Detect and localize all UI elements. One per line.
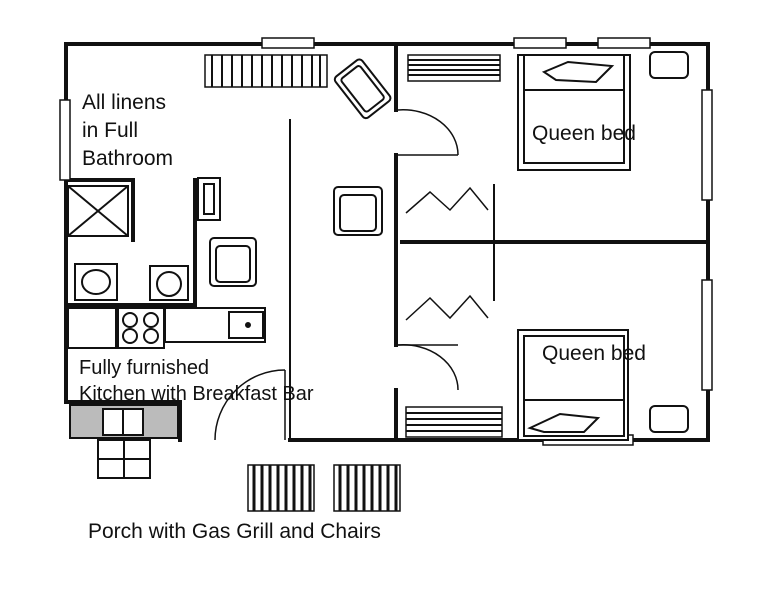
radiators xyxy=(204,54,503,438)
bedroom-1-label: Queen bed xyxy=(532,122,636,145)
chair-icons xyxy=(209,58,392,287)
linens-line-1: All linens xyxy=(82,91,167,114)
linens-line-2: in Full xyxy=(82,119,139,142)
interior-walls xyxy=(64,42,710,442)
door-swings xyxy=(214,109,459,441)
bathroom-fixtures xyxy=(67,177,221,301)
bedroom-2-label: Queen bed xyxy=(542,342,646,365)
porch-chairs xyxy=(247,464,401,512)
kitchen-label: Fully furnished Kitchen with Breakfast B… xyxy=(79,356,314,408)
kitchen-fixtures xyxy=(67,307,266,479)
kitchen-line-1: Fully furnished xyxy=(79,357,210,379)
kitchen-line-2: Kitchen with Breakfast Bar xyxy=(79,383,314,405)
linens-line-3: Bathroom xyxy=(82,147,174,170)
porch-label: Porch with Gas Grill and Chairs xyxy=(88,520,381,543)
closet-doors xyxy=(405,186,489,321)
linens-label: All linens in Full Bathroom xyxy=(82,90,173,174)
bed-icons xyxy=(517,51,689,441)
